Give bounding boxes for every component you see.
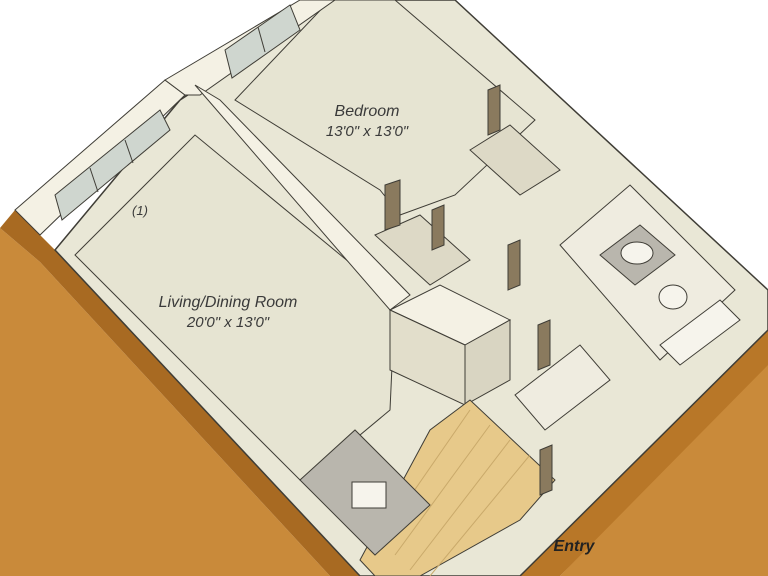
wood-planks bbox=[379, 409, 531, 576]
exterior-wall-left bbox=[0, 228, 330, 576]
closet-shelves bbox=[374, 124, 561, 286]
exterior-wall-left-shade bbox=[0, 210, 360, 576]
door-bedroom-hall bbox=[487, 84, 501, 136]
living-dining-name: Living/Dining Room bbox=[158, 294, 298, 311]
kitchen-sink bbox=[351, 481, 387, 509]
bedroom-name: Bedroom bbox=[334, 103, 400, 120]
door-hall bbox=[431, 204, 445, 251]
kitchen-counter bbox=[299, 429, 431, 556]
toilet bbox=[658, 284, 688, 310]
bathroom-fixtures bbox=[599, 224, 741, 366]
sink-basin bbox=[620, 241, 654, 265]
partition-wall bbox=[194, 84, 411, 311]
door-entry bbox=[539, 444, 553, 496]
door-bath bbox=[507, 239, 521, 291]
kitchen-floor bbox=[359, 399, 556, 576]
window-left bbox=[54, 109, 171, 221]
doors bbox=[384, 84, 553, 496]
window-wall bbox=[14, 0, 336, 236]
door-bedroom-closet bbox=[384, 179, 401, 231]
bathtub bbox=[659, 299, 741, 366]
window-marker: (1) bbox=[132, 203, 148, 218]
living-dining-dimensions: 20'0" x 13'0" bbox=[186, 314, 270, 331]
utility-room bbox=[514, 344, 611, 431]
entry-label: Entry bbox=[553, 538, 595, 555]
closet-block bbox=[388, 284, 512, 406]
door-utility bbox=[537, 319, 551, 371]
bedroom-dimensions: 13'0" x 13'0" bbox=[325, 123, 409, 140]
